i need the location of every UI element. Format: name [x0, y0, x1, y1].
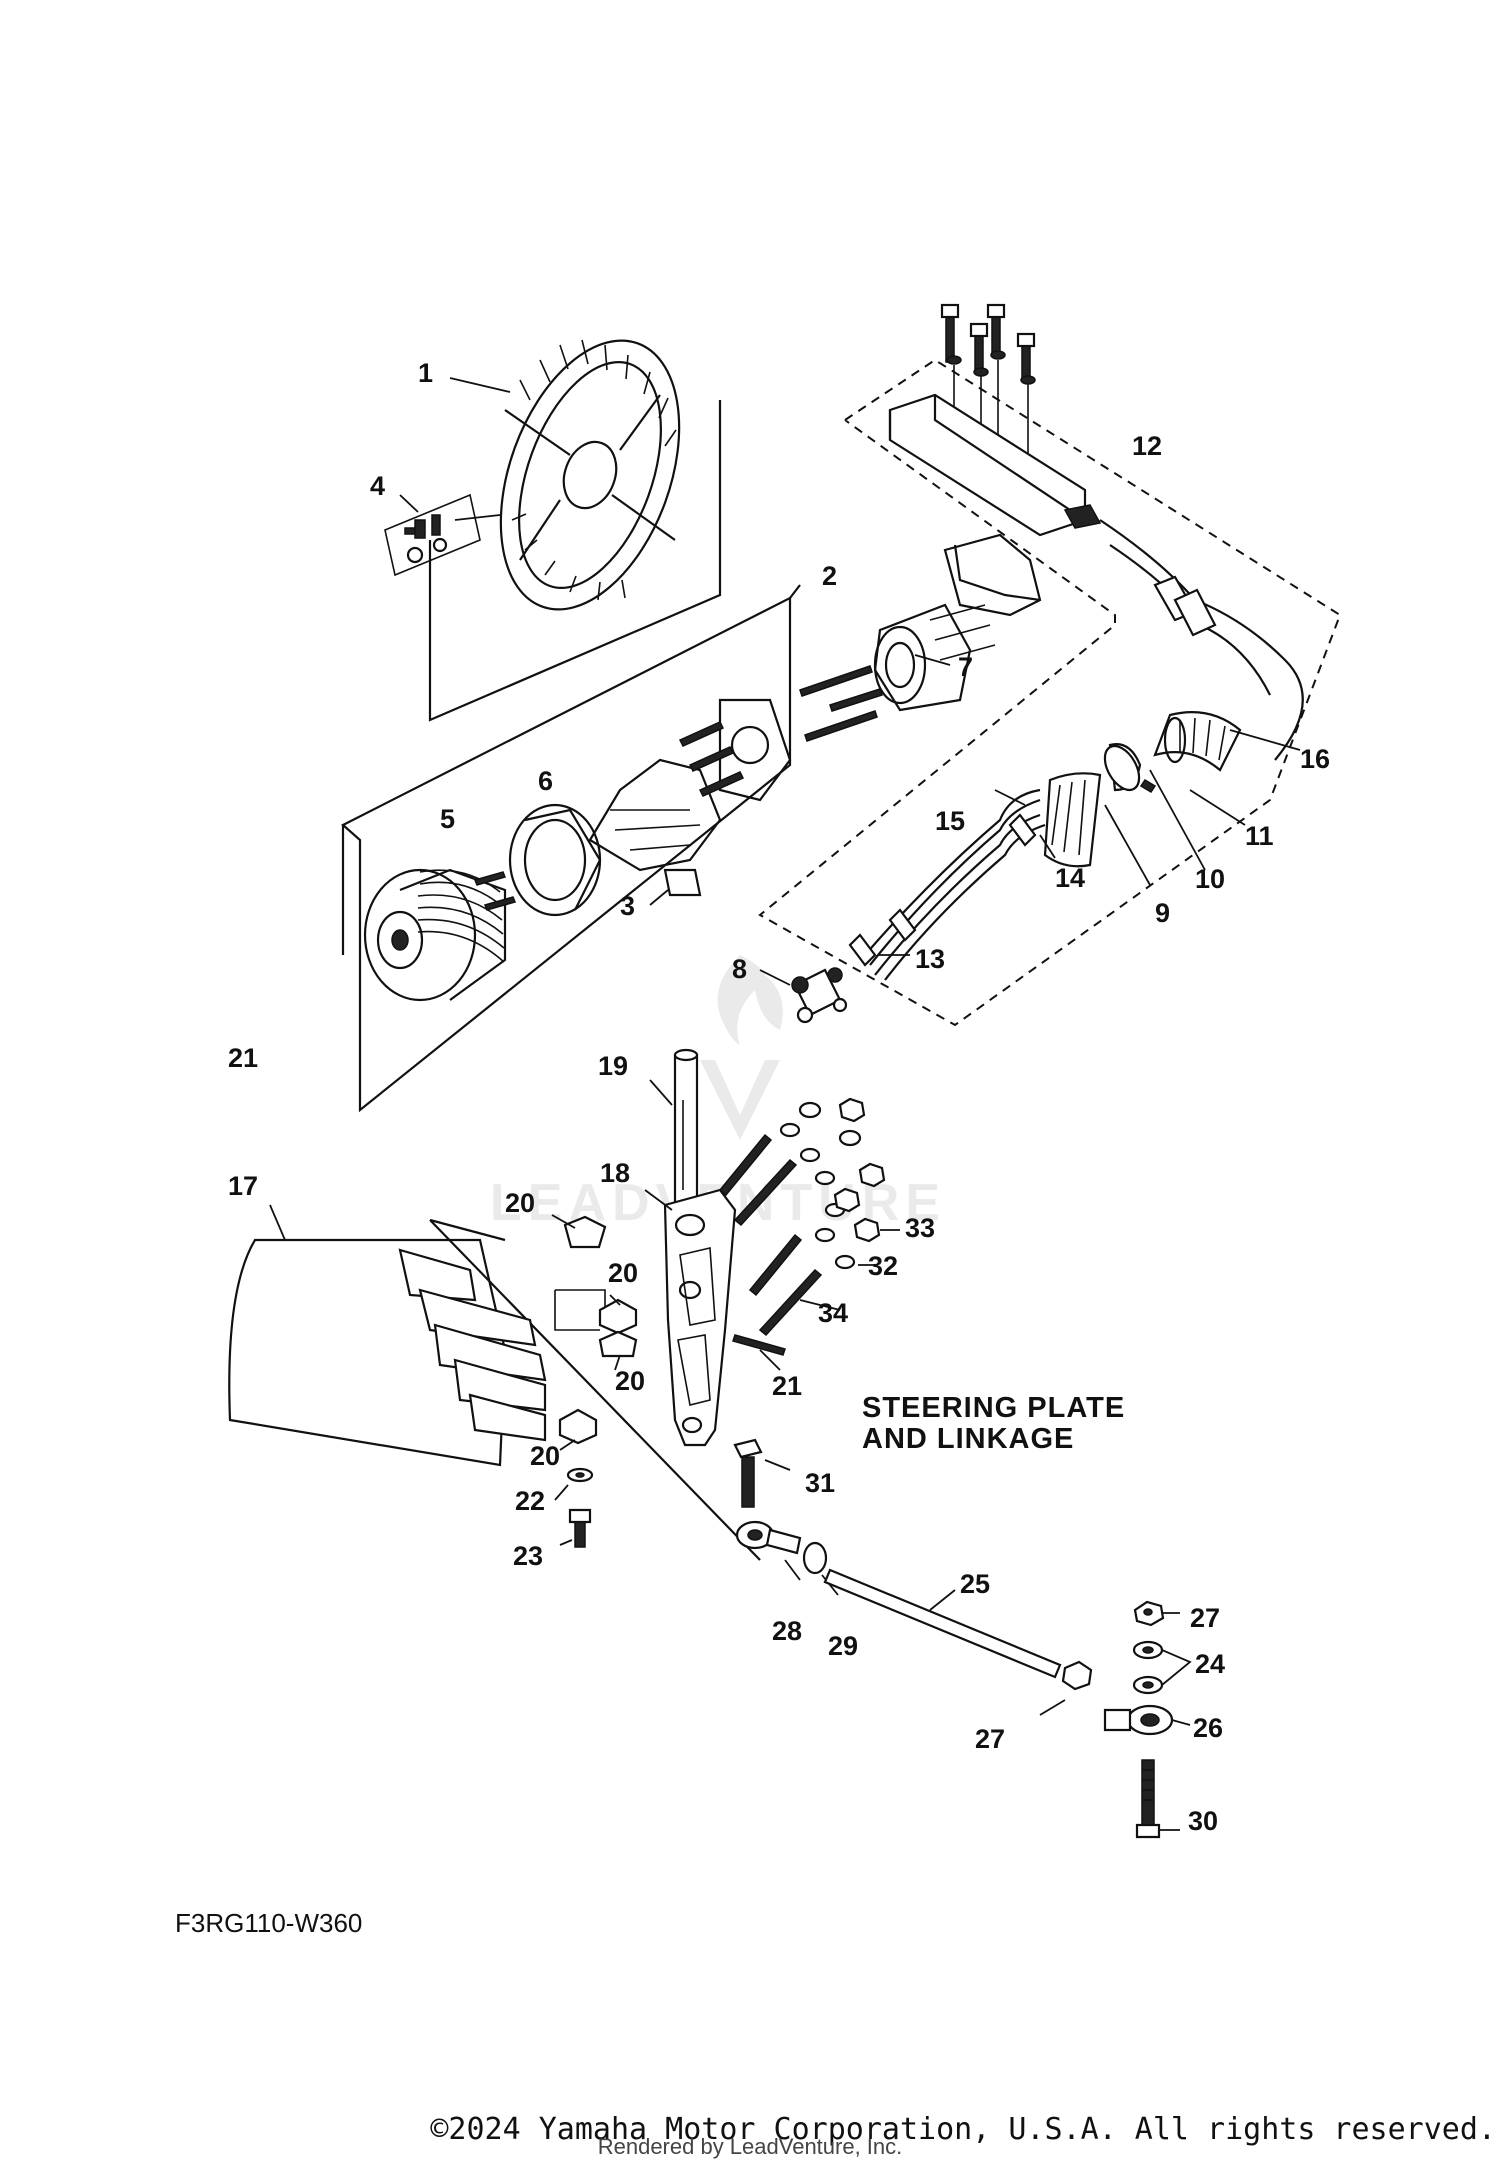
- callout-30: 30: [1188, 1806, 1218, 1836]
- wheel-bracket-outline: [428, 400, 722, 722]
- callout-21-a: 21: [228, 1043, 258, 1073]
- bolt-31-rod-end-28: [733, 1438, 839, 1596]
- callout-7: 7: [958, 652, 973, 682]
- callout-34: 34: [818, 1298, 848, 1328]
- callout-14: 14: [1055, 863, 1085, 893]
- callout-27-b: 27: [975, 1724, 1005, 1754]
- steering-helm: [363, 698, 792, 1002]
- copyright-notice: ©2024 Yamaha Motor Corporation, U.S.A. A…: [0, 2112, 1500, 2147]
- wheel-hardware: [384, 493, 501, 577]
- rendered-by-text: Rendered by LeadVenture, Inc.: [597, 2134, 903, 2159]
- callout-13: 13: [915, 944, 945, 974]
- rod-end-assembly: [1103, 1600, 1192, 1839]
- figure-code: F3RG110-W360: [175, 1908, 362, 1938]
- callout-20-a: 20: [505, 1188, 535, 1218]
- callout-25: 25: [960, 1569, 990, 1599]
- callout-29: 29: [828, 1631, 858, 1661]
- steering-cables: [848, 711, 1301, 981]
- callout-18: 18: [600, 1158, 630, 1188]
- diagram-title-line2: AND LINKAGE: [862, 1423, 1074, 1455]
- washer-bolt-22-23: [554, 1467, 594, 1548]
- callout-31: 31: [805, 1468, 835, 1498]
- callout-1: 1: [418, 358, 433, 388]
- callout-12: 12: [1132, 431, 1162, 461]
- callout-20-d: 20: [530, 1441, 560, 1471]
- callout-10: 10: [1195, 864, 1225, 894]
- clips-20: [551, 1214, 638, 1451]
- column-frame: [341, 596, 792, 1113]
- callout-11: 11: [1245, 821, 1274, 851]
- callout-26: 26: [1193, 1713, 1223, 1743]
- steering-plate-17: [228, 1204, 761, 1561]
- callout-6: 6: [538, 766, 553, 796]
- callout-23: 23: [513, 1541, 543, 1571]
- callout-19: 19: [598, 1051, 628, 1081]
- callout-24: 24: [1195, 1649, 1225, 1679]
- callout-28: 28: [772, 1616, 802, 1646]
- callout-22: 22: [515, 1486, 545, 1516]
- callout-21-b: 21: [772, 1371, 802, 1401]
- diagram-title-line1: STEERING PLATE: [862, 1392, 1125, 1424]
- callout-32: 32: [868, 1251, 898, 1281]
- steering-shaft-19: [649, 1048, 699, 1217]
- cable-connector-8: [759, 967, 848, 1024]
- steering-wheel: [449, 339, 681, 611]
- bolts-nuts-set: [718, 1097, 900, 1371]
- callout-17: 17: [228, 1171, 258, 1201]
- callout-27-a: 27: [1190, 1603, 1220, 1633]
- callout-20-c: 20: [615, 1366, 645, 1396]
- tie-rod-25: [823, 1568, 1093, 1716]
- callout-8: 8: [732, 954, 747, 984]
- cable-assembly-box: [758, 358, 1342, 1027]
- callout-2: 2: [822, 561, 837, 591]
- callout-16: 16: [1300, 744, 1330, 774]
- steering-arm-18: [644, 1188, 737, 1447]
- callout-4: 4: [370, 471, 385, 501]
- column-frame-corner: [789, 584, 801, 599]
- copyright-text: ©2024 Yamaha Motor Corporation, U.S.A. A…: [430, 2112, 1496, 2147]
- callout-20-b: 20: [608, 1258, 638, 1288]
- callout-15: 15: [935, 806, 965, 836]
- control-unit: [888, 393, 1304, 761]
- callout-9: 9: [1155, 898, 1170, 928]
- callout-33: 33: [905, 1213, 935, 1243]
- callout-3: 3: [620, 891, 635, 921]
- steering-mount-7: [799, 533, 1042, 742]
- callout-5: 5: [440, 804, 455, 834]
